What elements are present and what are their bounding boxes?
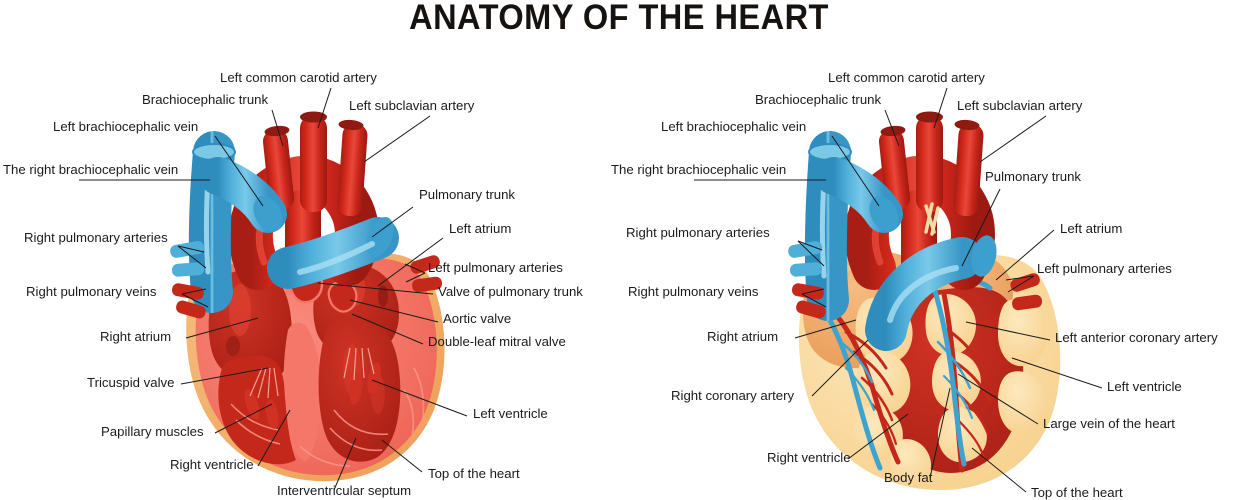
label-left-common-carotid-artery-2: Left common carotid artery <box>828 70 985 85</box>
atrium-highlight <box>229 284 251 336</box>
leader-lines-left <box>79 87 468 491</box>
pt-highlight-ext <box>887 265 959 323</box>
page-title: ANATOMY OF THE HEART <box>409 0 829 37</box>
label-papillary-muscles: Papillary muscles <box>101 424 204 439</box>
figure-heart-cross-section: Left common carotid artery Brachiocephal… <box>3 70 583 498</box>
left-subclavian-opening <box>338 119 364 131</box>
labels-right: Left common carotid artery Brachiocephal… <box>611 70 1218 500</box>
label-pulmonary-trunk-2: Pulmonary trunk <box>985 169 1081 184</box>
papillary-muscles-shape <box>244 362 381 429</box>
label-right-pulmonary-veins-2: Right pulmonary veins <box>628 284 759 299</box>
brachiocephalic-trunk-opening <box>264 125 290 137</box>
label-left-ventricle-2: Left ventricle <box>1107 379 1182 394</box>
label-left-anterior-coronary-artery: Left anterior coronary artery <box>1055 330 1218 345</box>
label-tricuspid-valve: Tricuspid valve <box>87 375 174 390</box>
label-left-atrium-2: Left atrium <box>1060 221 1122 236</box>
ligamentum-strands <box>924 202 940 236</box>
label-double-leaf-mitral-valve: Double-leaf mitral valve <box>428 334 566 349</box>
atrium-shadow <box>226 336 240 356</box>
label-top-of-the-heart: Top of the heart <box>428 466 520 481</box>
aortic-valve-shape <box>327 280 358 313</box>
label-left-ventricle: Left ventricle <box>473 406 548 421</box>
label-left-brachiocephalic-vein: Left brachiocephalic vein <box>53 119 198 134</box>
left-pulmonary-arteries-vessels-ext <box>1010 273 1043 311</box>
lbv-opening-ext <box>869 196 899 232</box>
heart-cutaway-illustration <box>170 111 445 482</box>
label-aortic-valve: Aortic valve <box>443 311 511 326</box>
lbv-opening <box>253 196 283 232</box>
label-pulmonary-trunk: Pulmonary trunk <box>419 187 515 202</box>
right-pulmonary-veins-vessels <box>171 283 206 319</box>
label-top-of-the-heart-2: Top of the heart <box>1031 485 1123 500</box>
left-common-carotid-vessel <box>300 116 327 212</box>
label-left-pulmonary-arteries-2: Left pulmonary arteries <box>1037 261 1172 276</box>
label-right-pulmonary-arteries-2: Right pulmonary arteries <box>626 225 770 240</box>
label-the-right-brachiocephalic-vein-2: The right brachiocephalic vein <box>611 162 786 177</box>
label-valve-of-pulmonary-trunk: Valve of pulmonary trunk <box>438 284 583 299</box>
left-atrium-shadow <box>378 285 388 307</box>
label-the-right-brachiocephalic-vein: The right brachiocephalic vein <box>3 162 178 177</box>
label-left-atrium: Left atrium <box>449 221 511 236</box>
left-subclavian-vessel-ext <box>953 124 984 217</box>
chordae-tendineae <box>249 347 375 399</box>
pulmonary-trunk-opening-ext <box>971 235 997 277</box>
label-body-fat: Body fat <box>884 470 933 485</box>
left-subclavian-opening-ext <box>954 119 980 131</box>
label-brachiocephalic-trunk-2: Brachiocephalic trunk <box>755 92 881 107</box>
svc-highlight-ext <box>820 177 827 279</box>
left-subclavian-vessel <box>337 124 368 217</box>
pulmonary-trunk-opening <box>366 217 394 257</box>
label-right-pulmonary-veins: Right pulmonary veins <box>26 284 157 299</box>
label-right-atrium-2: Right atrium <box>707 329 778 344</box>
label-left-subclavian-artery: Left subclavian artery <box>349 98 475 113</box>
label-left-subclavian-artery-2: Left subclavian artery <box>957 98 1083 113</box>
label-left-common-carotid-artery: Left common carotid artery <box>220 70 377 85</box>
label-right-pulmonary-arteries: Right pulmonary arteries <box>24 230 168 245</box>
label-large-vein-of-the-heart: Large vein of the heart <box>1043 416 1175 431</box>
label-left-pulmonary-arteries: Left pulmonary arteries <box>428 260 563 275</box>
left-pulmonary-arteries-vessels <box>410 255 443 293</box>
left-common-carotid-vessel-ext <box>916 116 943 212</box>
pt-highlight <box>297 241 375 275</box>
right-pulmonary-arteries-vessels-ext <box>788 241 823 277</box>
label-right-ventricle-2: Right ventricle <box>767 450 851 465</box>
labels-left: Left common carotid artery Brachiocephal… <box>3 70 583 498</box>
leader-lines-right <box>694 87 1103 493</box>
label-right-ventricle: Right ventricle <box>170 457 254 472</box>
heart-external-illustration <box>788 111 1061 491</box>
right-pulmonary-veins-vessels-ext <box>791 283 826 319</box>
label-brachiocephalic-trunk: Brachiocephalic trunk <box>142 92 268 107</box>
right-pulmonary-arteries-vessels <box>170 241 205 277</box>
trabeculae <box>230 367 425 467</box>
label-left-brachiocephalic-vein-2: Left brachiocephalic vein <box>661 119 806 134</box>
label-right-coronary-artery: Right coronary artery <box>671 388 795 403</box>
interventricular-septum-wall <box>283 322 322 462</box>
label-interventricular-septum: Interventricular septum <box>277 483 411 498</box>
label-right-atrium: Right atrium <box>100 329 171 344</box>
